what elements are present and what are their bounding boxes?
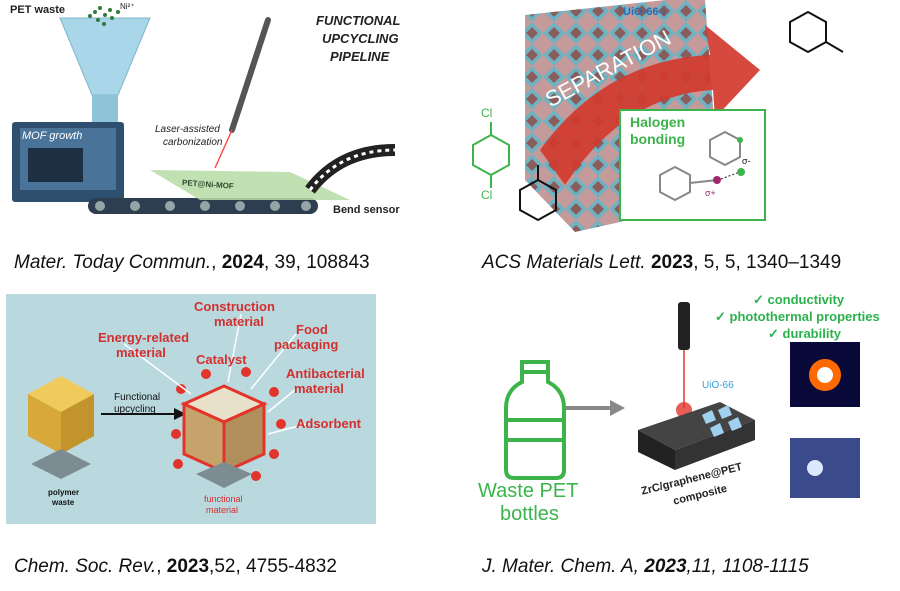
film-arrow bbox=[150, 170, 350, 200]
device-photo bbox=[790, 438, 860, 498]
polymer-waste-label-line-2: waste bbox=[52, 498, 75, 507]
citation-1-rest: , 39, 108843 bbox=[263, 252, 370, 273]
food-label-line-1: Food bbox=[296, 322, 328, 337]
pipeline-title-line-1: FUNCTIONAL bbox=[316, 13, 401, 28]
laser-label-line-2: carbonization bbox=[163, 137, 223, 148]
waste-pet-label-line-2: bottles bbox=[500, 503, 559, 525]
citation-2-journal: ACS Materials Lett. bbox=[482, 252, 646, 273]
uio-66-i-label: UiO-66-I bbox=[623, 6, 666, 18]
bend-sensor-shape bbox=[305, 144, 396, 194]
citation-2-rest: , 5, 5, 1340–1349 bbox=[693, 252, 842, 273]
citation-4-journal: J. Mater. Chem. A, bbox=[482, 556, 639, 577]
sigma-minus-label: σ- bbox=[742, 156, 751, 166]
energy-label-line-2: material bbox=[116, 345, 166, 360]
energy-label-line-1: Energy-related bbox=[98, 330, 190, 345]
halogen-label-line-2: bonding bbox=[630, 131, 686, 147]
panel-waste-pet-composite: ✓ conductivity ✓ photothermal properties… bbox=[470, 290, 900, 530]
food-label-line-2: packaging bbox=[274, 337, 339, 352]
check-conductivity: ✓ conductivity bbox=[753, 292, 845, 307]
citation-1: Mater. Today Commun., 2024, 39, 108843 bbox=[14, 252, 370, 274]
polymer-waste-label-line-1: polymer bbox=[48, 488, 80, 497]
construction-label-line-2: material bbox=[214, 314, 264, 329]
citation-1-journal: Mater. Today Commun. bbox=[14, 252, 212, 273]
pipeline-title-line-3: PIPELINE bbox=[330, 49, 390, 64]
toluene-top bbox=[789, 10, 844, 54]
antibacterial-label-line-2: material bbox=[294, 381, 344, 396]
ni-particles bbox=[88, 6, 120, 26]
check-photothermal: ✓ photothermal properties bbox=[715, 309, 880, 324]
check-durability: ✓ durability bbox=[768, 326, 842, 341]
citation-3-rest: ,52, 4755-4832 bbox=[209, 556, 337, 577]
citation-3-year: 2023 bbox=[166, 556, 210, 577]
mof-growth-label: MOF growth bbox=[22, 130, 83, 142]
citation-4-rest: ,11, 1108-1115 bbox=[686, 556, 809, 577]
citation-4-year: 2023 bbox=[644, 556, 687, 577]
functional-material-label-line-1: functional bbox=[204, 494, 243, 504]
citation-2-year: 2023 bbox=[650, 252, 694, 273]
pipeline-title-line-2: UPCYCLING bbox=[322, 31, 399, 46]
citation-3-sep: , bbox=[156, 556, 167, 577]
halogen-label-line-1: Halogen bbox=[630, 114, 686, 130]
panel-halogen-bonding-separation: UiO-66-I SEPARATION Halogen bonding Cl C… bbox=[455, 0, 900, 232]
citation-1-sep: , bbox=[211, 252, 222, 273]
laser-head bbox=[678, 302, 690, 350]
citation-1-year: 2024 bbox=[221, 252, 264, 273]
funnel-shape bbox=[59, 17, 151, 96]
panel-functional-upcycling-pipeline: PET waste Ni²⁺ FUNCTIONAL UPCYCLING PIPE… bbox=[0, 0, 420, 232]
sigma-plus-label: σ+ bbox=[705, 188, 716, 198]
citation-2: ACS Materials Lett. 2023, 5, 5, 1340–134… bbox=[482, 252, 841, 274]
functional-material-label-line-2: material bbox=[206, 505, 239, 515]
panel-functional-material-applications: Construction material Energy-related mat… bbox=[6, 294, 376, 524]
catalyst-label: Catalyst bbox=[196, 352, 247, 367]
pet-waste-label: PET waste bbox=[10, 4, 66, 16]
citation-4: J. Mater. Chem. A, 2023,11, 1108-1115 bbox=[482, 556, 809, 578]
uio-66-label: UiO-66 bbox=[702, 380, 734, 391]
bend-sensor-label: Bend sensor bbox=[333, 204, 400, 216]
antibacterial-label-line-1: Antibacterial bbox=[286, 366, 365, 381]
functional-upcycling-label-line-2: upcycling bbox=[114, 404, 156, 415]
separation-illustration bbox=[472, 0, 844, 232]
red-stars bbox=[171, 367, 286, 481]
cl-top-label: Cl bbox=[481, 106, 493, 120]
dichlorobenzene bbox=[472, 122, 510, 188]
laser-pen bbox=[229, 17, 271, 133]
construction-label-line-1: Construction bbox=[194, 299, 275, 314]
waste-pet-label-line-1: Waste PET bbox=[478, 480, 579, 502]
toluene-bottom bbox=[519, 165, 557, 222]
bottle-icon bbox=[504, 360, 566, 480]
cl-bottom-label: Cl bbox=[481, 188, 493, 202]
laser-label-line-1: Laser-assisted bbox=[155, 124, 220, 135]
citation-3: Chem. Soc. Rev., 2023,52, 4755-4832 bbox=[14, 556, 337, 578]
functional-upcycling-label-line-1: Functional bbox=[114, 392, 161, 403]
citation-3-journal: Chem. Soc. Rev. bbox=[14, 556, 157, 577]
pipeline-illustration bbox=[12, 6, 396, 214]
composite-illustration bbox=[504, 302, 860, 498]
halogen-inset bbox=[619, 109, 766, 221]
applications-illustration bbox=[28, 313, 307, 488]
ni-label: Ni²⁺ bbox=[120, 2, 135, 11]
separation-arrow bbox=[540, 25, 760, 185]
adsorbent-label: Adsorbent bbox=[296, 416, 361, 431]
